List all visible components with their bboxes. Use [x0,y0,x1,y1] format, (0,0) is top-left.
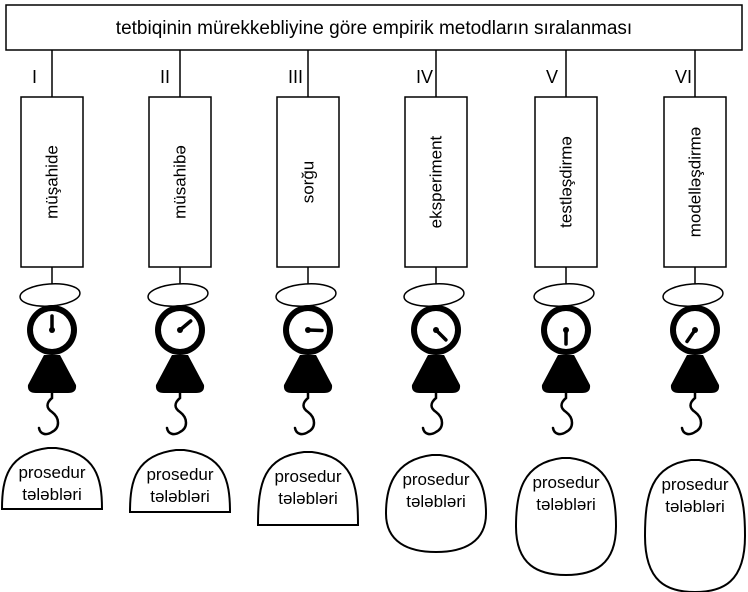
needle-pivot [433,327,439,333]
scale-weight [670,355,720,393]
bag-label-line1: prosedur [18,463,85,482]
needle-pivot [49,327,55,333]
method-label: eksperiment [427,135,446,228]
method-label: modelləşdirmə [686,127,705,238]
scale-ring [662,283,724,307]
needle-pivot [305,327,311,333]
method-box [276,96,340,268]
scale-ring [533,283,595,307]
method-label: müsahibə [171,145,190,219]
column-numeral: II [160,67,170,87]
scale-hook [680,391,703,436]
bag-label-line2: tələbləri [22,485,82,504]
needle-pivot [563,327,569,333]
column-numeral: V [546,67,558,87]
scale-column: IV eksperiment prosedur tələbləri [384,50,488,554]
method-label: müşahide [43,145,62,219]
needle-pivot [177,327,183,333]
scale-weight [411,355,461,393]
column-numeral: IV [416,67,433,87]
bag-label-line2: tələbləri [150,487,210,506]
method-box [20,96,84,268]
method-box [534,96,598,268]
scale-hook [551,391,574,436]
bag-label-line1: prosedur [402,470,469,489]
scale-weight [283,355,333,393]
procedure-bag [384,454,488,554]
bag-label-line2: tələbləri [536,495,596,514]
bag-label-line1: prosedur [661,475,728,494]
method-label: sorğu [299,161,318,204]
scale-column: II müsahibə prosedur tələbləri [128,50,232,513]
procedure-bag [128,449,232,513]
scale-column: III sorğu prosedur tələbləri [256,50,360,526]
scale-weight [27,355,77,393]
bag-label-line1: prosedur [532,473,599,492]
bag-label-line1: prosedur [274,467,341,486]
title-box [5,4,743,51]
scale-weight [541,355,591,393]
method-box [404,96,468,268]
scale-hook [293,391,316,436]
column-numeral: III [288,67,303,87]
scale-column: VI modelləşdirmə prosedur tələbləri [643,50,747,592]
procedure-bag [0,447,104,510]
scale-ring [403,283,465,307]
scale-weight [155,355,205,393]
bag-label-line1: prosedur [146,465,213,484]
scale-ring [19,283,81,307]
scale-ring [147,283,209,307]
procedure-bag [256,451,360,526]
scale-hook [37,391,60,436]
method-label: testləşdirmə [557,136,576,228]
column-numeral: I [32,67,37,87]
diagram-title: tetbiqinin mürekkebliyine göre empirik m… [116,18,632,39]
method-box [663,96,727,268]
column-numeral: VI [675,67,692,87]
needle-pivot [692,327,698,333]
bag-label-line2: tələbləri [406,492,466,511]
procedure-bag [514,457,618,577]
scale-hook [165,391,188,436]
scale-hook [421,391,444,436]
bag-label-line2: tələbləri [278,489,338,508]
scale-ring [275,283,337,307]
bag-label-line2: tələbləri [665,497,725,516]
